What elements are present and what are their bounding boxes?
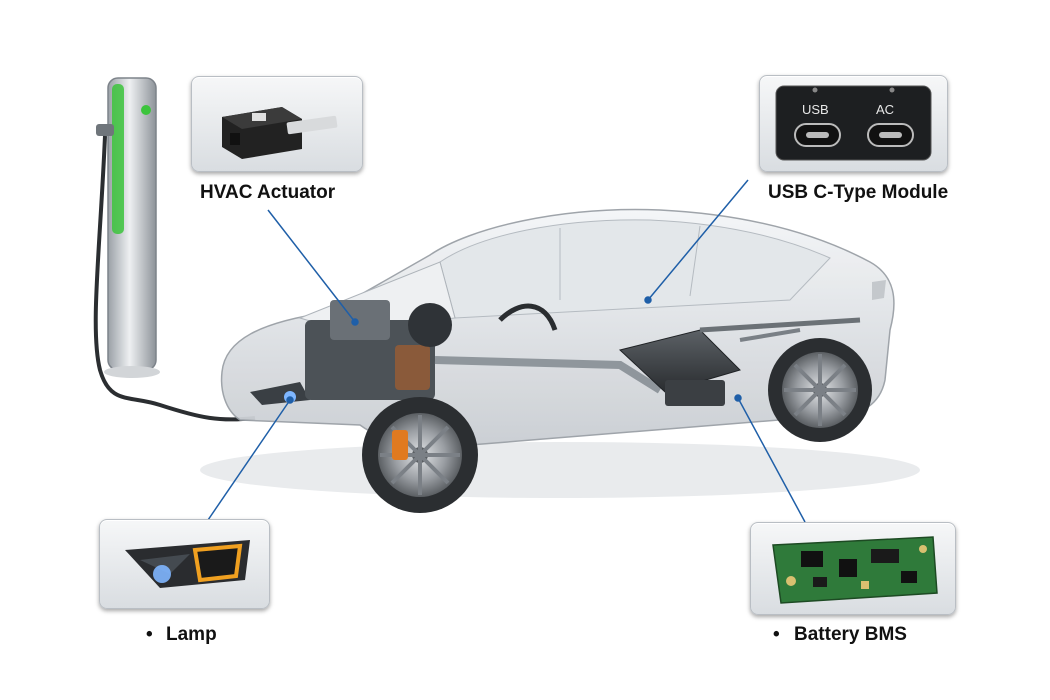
rear-wheel (768, 338, 872, 442)
front-wheel (362, 397, 478, 513)
lamp-image (125, 540, 250, 588)
lamp-label: Lamp (166, 624, 217, 645)
bms-bullet: • (773, 624, 780, 645)
lamp-card (99, 519, 270, 609)
leader-line-hvac (267, 209, 356, 323)
hvac-actuator-label: HVAC Actuator (200, 182, 336, 203)
charging-station (93, 77, 256, 422)
leader-line-usb (647, 179, 749, 301)
powertrain (305, 300, 663, 400)
battery-pack (618, 317, 861, 406)
hvac-actuator-card (191, 76, 363, 172)
usb-port-label: USB (802, 102, 829, 117)
ac-port-label: AC (876, 102, 894, 117)
usb-module-card: USB AC (759, 75, 948, 172)
battery-bms-image (772, 536, 938, 604)
usb-module-image: USB AC (775, 85, 932, 161)
lamp-bullet: • (146, 624, 153, 645)
leader-line-lamp (207, 399, 291, 521)
battery-bms-card (750, 522, 956, 615)
ground-shadow (200, 442, 920, 498)
usb-module-label: USB C-Type Module (768, 182, 949, 203)
hvac-actuator-image (222, 107, 338, 159)
battery-bms-label: Battery BMS (794, 624, 907, 645)
leader-line-bms (737, 397, 806, 523)
leader-lines (207, 179, 806, 523)
